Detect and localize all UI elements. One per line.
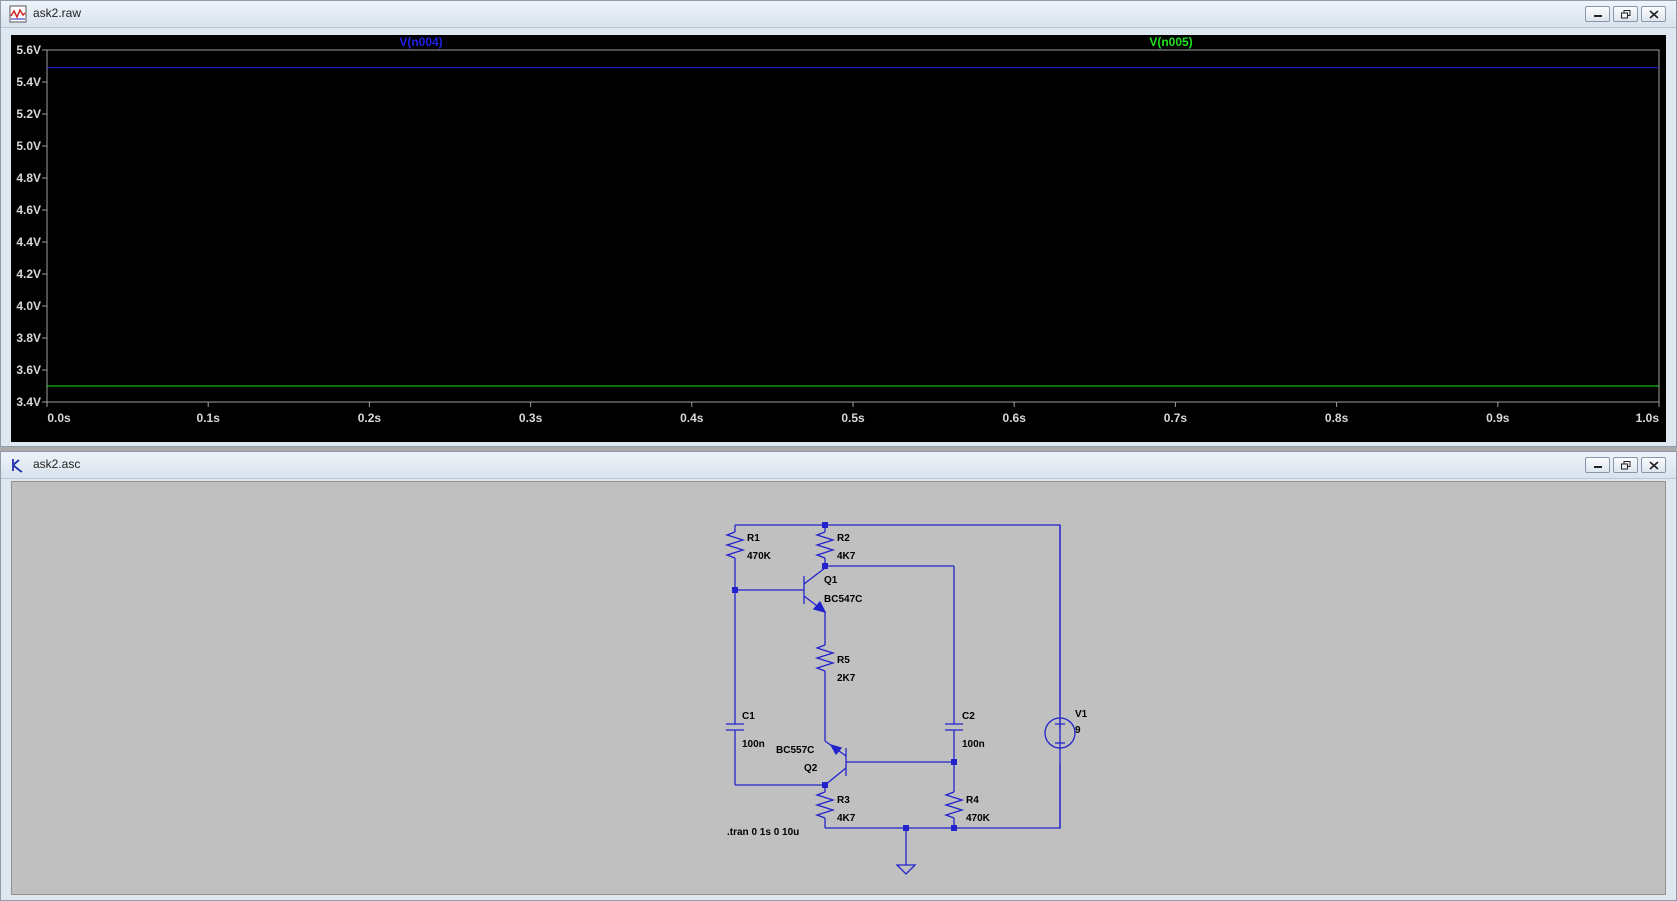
resistor-r1[interactable] xyxy=(724,531,746,559)
minimize-icon xyxy=(1593,466,1602,468)
label-q2-model: BC557C xyxy=(776,745,814,756)
y-tick-label: 5.2V xyxy=(16,107,41,121)
x-tick-label: 1.0s xyxy=(1636,411,1660,425)
minimize-button[interactable] xyxy=(1585,6,1610,22)
close-icon xyxy=(1648,460,1659,470)
x-tick-label: 0.5s xyxy=(841,411,865,425)
junction-dots xyxy=(732,522,957,831)
y-tick-label: 4.2V xyxy=(16,267,41,281)
label-q1-model: BC547C xyxy=(824,594,862,605)
waveform-chart[interactable]: 5.6V 5.4V 5.2V 5.0V 4.8V 4.6V 4.4V 4.2V 4.0V 3.8V… xyxy=(11,35,1668,442)
close-button[interactable] xyxy=(1641,6,1666,22)
y-tick-label: 5.6V xyxy=(16,43,41,57)
label-r2-value: 4K7 xyxy=(837,551,856,562)
schematic-title: ask2.asc xyxy=(33,457,81,471)
label-v1-name: V1 xyxy=(1075,709,1088,720)
resistor-r4[interactable] xyxy=(943,791,965,819)
resistor-r3[interactable] xyxy=(814,791,836,819)
schematic-window: ask2.asc xyxy=(0,451,1677,901)
restore-button[interactable] xyxy=(1613,6,1638,22)
legend-entry[interactable]: V(n005) xyxy=(1149,35,1192,49)
y-tick-label: 5.0V xyxy=(16,139,41,153)
transistor-q2[interactable] xyxy=(824,740,847,786)
label-c1-value: 100n xyxy=(742,739,765,750)
y-tick-label: 4.8V xyxy=(16,171,41,185)
minimize-button[interactable] xyxy=(1585,457,1610,473)
label-c2-value: 100n xyxy=(962,739,985,750)
x-tick-label: 0.9s xyxy=(1486,411,1510,425)
x-tick-label: 0.7s xyxy=(1164,411,1188,425)
minimize-icon xyxy=(1593,15,1602,17)
x-tick-label: 0.4s xyxy=(680,411,704,425)
schematic-canvas[interactable]: R1 470K R2 4K7 Q1 BC547C R5 2K7 C1 100n … xyxy=(11,481,1666,895)
waveform-titlebar[interactable]: ask2.raw xyxy=(1,1,1676,28)
capacitor-c1[interactable] xyxy=(726,723,744,731)
y-tick-label: 3.6V xyxy=(16,363,41,377)
transistor-q1[interactable] xyxy=(803,567,827,614)
x-tick-label: 0.6s xyxy=(1003,411,1027,425)
y-tick-label: 4.4V xyxy=(16,235,41,249)
label-r1-name: R1 xyxy=(747,533,760,544)
schematic-drawing[interactable]: R1 470K R2 4K7 Q1 BC547C R5 2K7 C1 100n … xyxy=(12,482,1667,894)
restore-button[interactable] xyxy=(1613,457,1638,473)
y-tick-label: 4.6V xyxy=(16,203,41,217)
label-c1-name: C1 xyxy=(742,711,755,722)
label-v1-value: 9 xyxy=(1075,725,1081,736)
label-q2-name: Q2 xyxy=(804,763,818,774)
waveform-title: ask2.raw xyxy=(33,6,82,20)
x-tick-label: 0.1s xyxy=(197,411,221,425)
schematic-titlebar[interactable]: ask2.asc xyxy=(1,452,1676,479)
x-tick-label: 0.0s xyxy=(47,411,71,425)
spice-directive[interactable]: .tran 0 1s 0 10u xyxy=(727,827,799,838)
wires[interactable] xyxy=(724,524,1076,875)
label-r3-value: 4K7 xyxy=(837,813,856,824)
label-r4-value: 470K xyxy=(966,813,991,824)
capacitor-c2[interactable] xyxy=(945,723,963,731)
legend-entry[interactable]: V(n004) xyxy=(399,35,442,49)
y-tick-label: 3.8V xyxy=(16,331,41,345)
waveform-icon xyxy=(9,5,27,23)
restore-icon xyxy=(1620,9,1630,18)
waveform-window: ask2.raw 5.6V 5.4V 5.2V 5.0V 4.8V 4.6V 4.4V 4.2… xyxy=(0,0,1677,447)
x-tick-label: 0.8s xyxy=(1325,411,1349,425)
y-tick-label: 3.4V xyxy=(16,395,41,409)
label-c2-name: C2 xyxy=(962,711,975,722)
label-r2-name: R2 xyxy=(837,533,850,544)
restore-icon xyxy=(1620,460,1630,469)
resistor-r5[interactable] xyxy=(814,644,836,672)
label-r3-name: R3 xyxy=(837,795,850,806)
schematic-icon xyxy=(9,456,27,474)
label-q1-name: Q1 xyxy=(824,575,838,586)
label-r5-name: R5 xyxy=(837,655,850,666)
close-icon xyxy=(1648,9,1659,19)
x-tick-label: 0.2s xyxy=(358,411,382,425)
x-tick-label: 0.3s xyxy=(519,411,543,425)
plot-frame xyxy=(46,49,1660,403)
ground-symbol[interactable] xyxy=(895,864,917,875)
label-r1-value: 470K xyxy=(747,551,772,562)
label-r5-value: 2K7 xyxy=(837,673,856,684)
resistor-r2[interactable] xyxy=(814,531,836,559)
waveform-plot-pane[interactable]: 5.6V 5.4V 5.2V 5.0V 4.8V 4.6V 4.4V 4.2V 4.0V 3.8V… xyxy=(11,35,1666,442)
voltage-source-v1[interactable] xyxy=(1044,717,1076,749)
y-tick-label: 5.4V xyxy=(16,75,41,89)
label-r4-name: R4 xyxy=(966,795,979,806)
y-tick-label: 4.0V xyxy=(16,299,41,313)
close-button[interactable] xyxy=(1641,457,1666,473)
